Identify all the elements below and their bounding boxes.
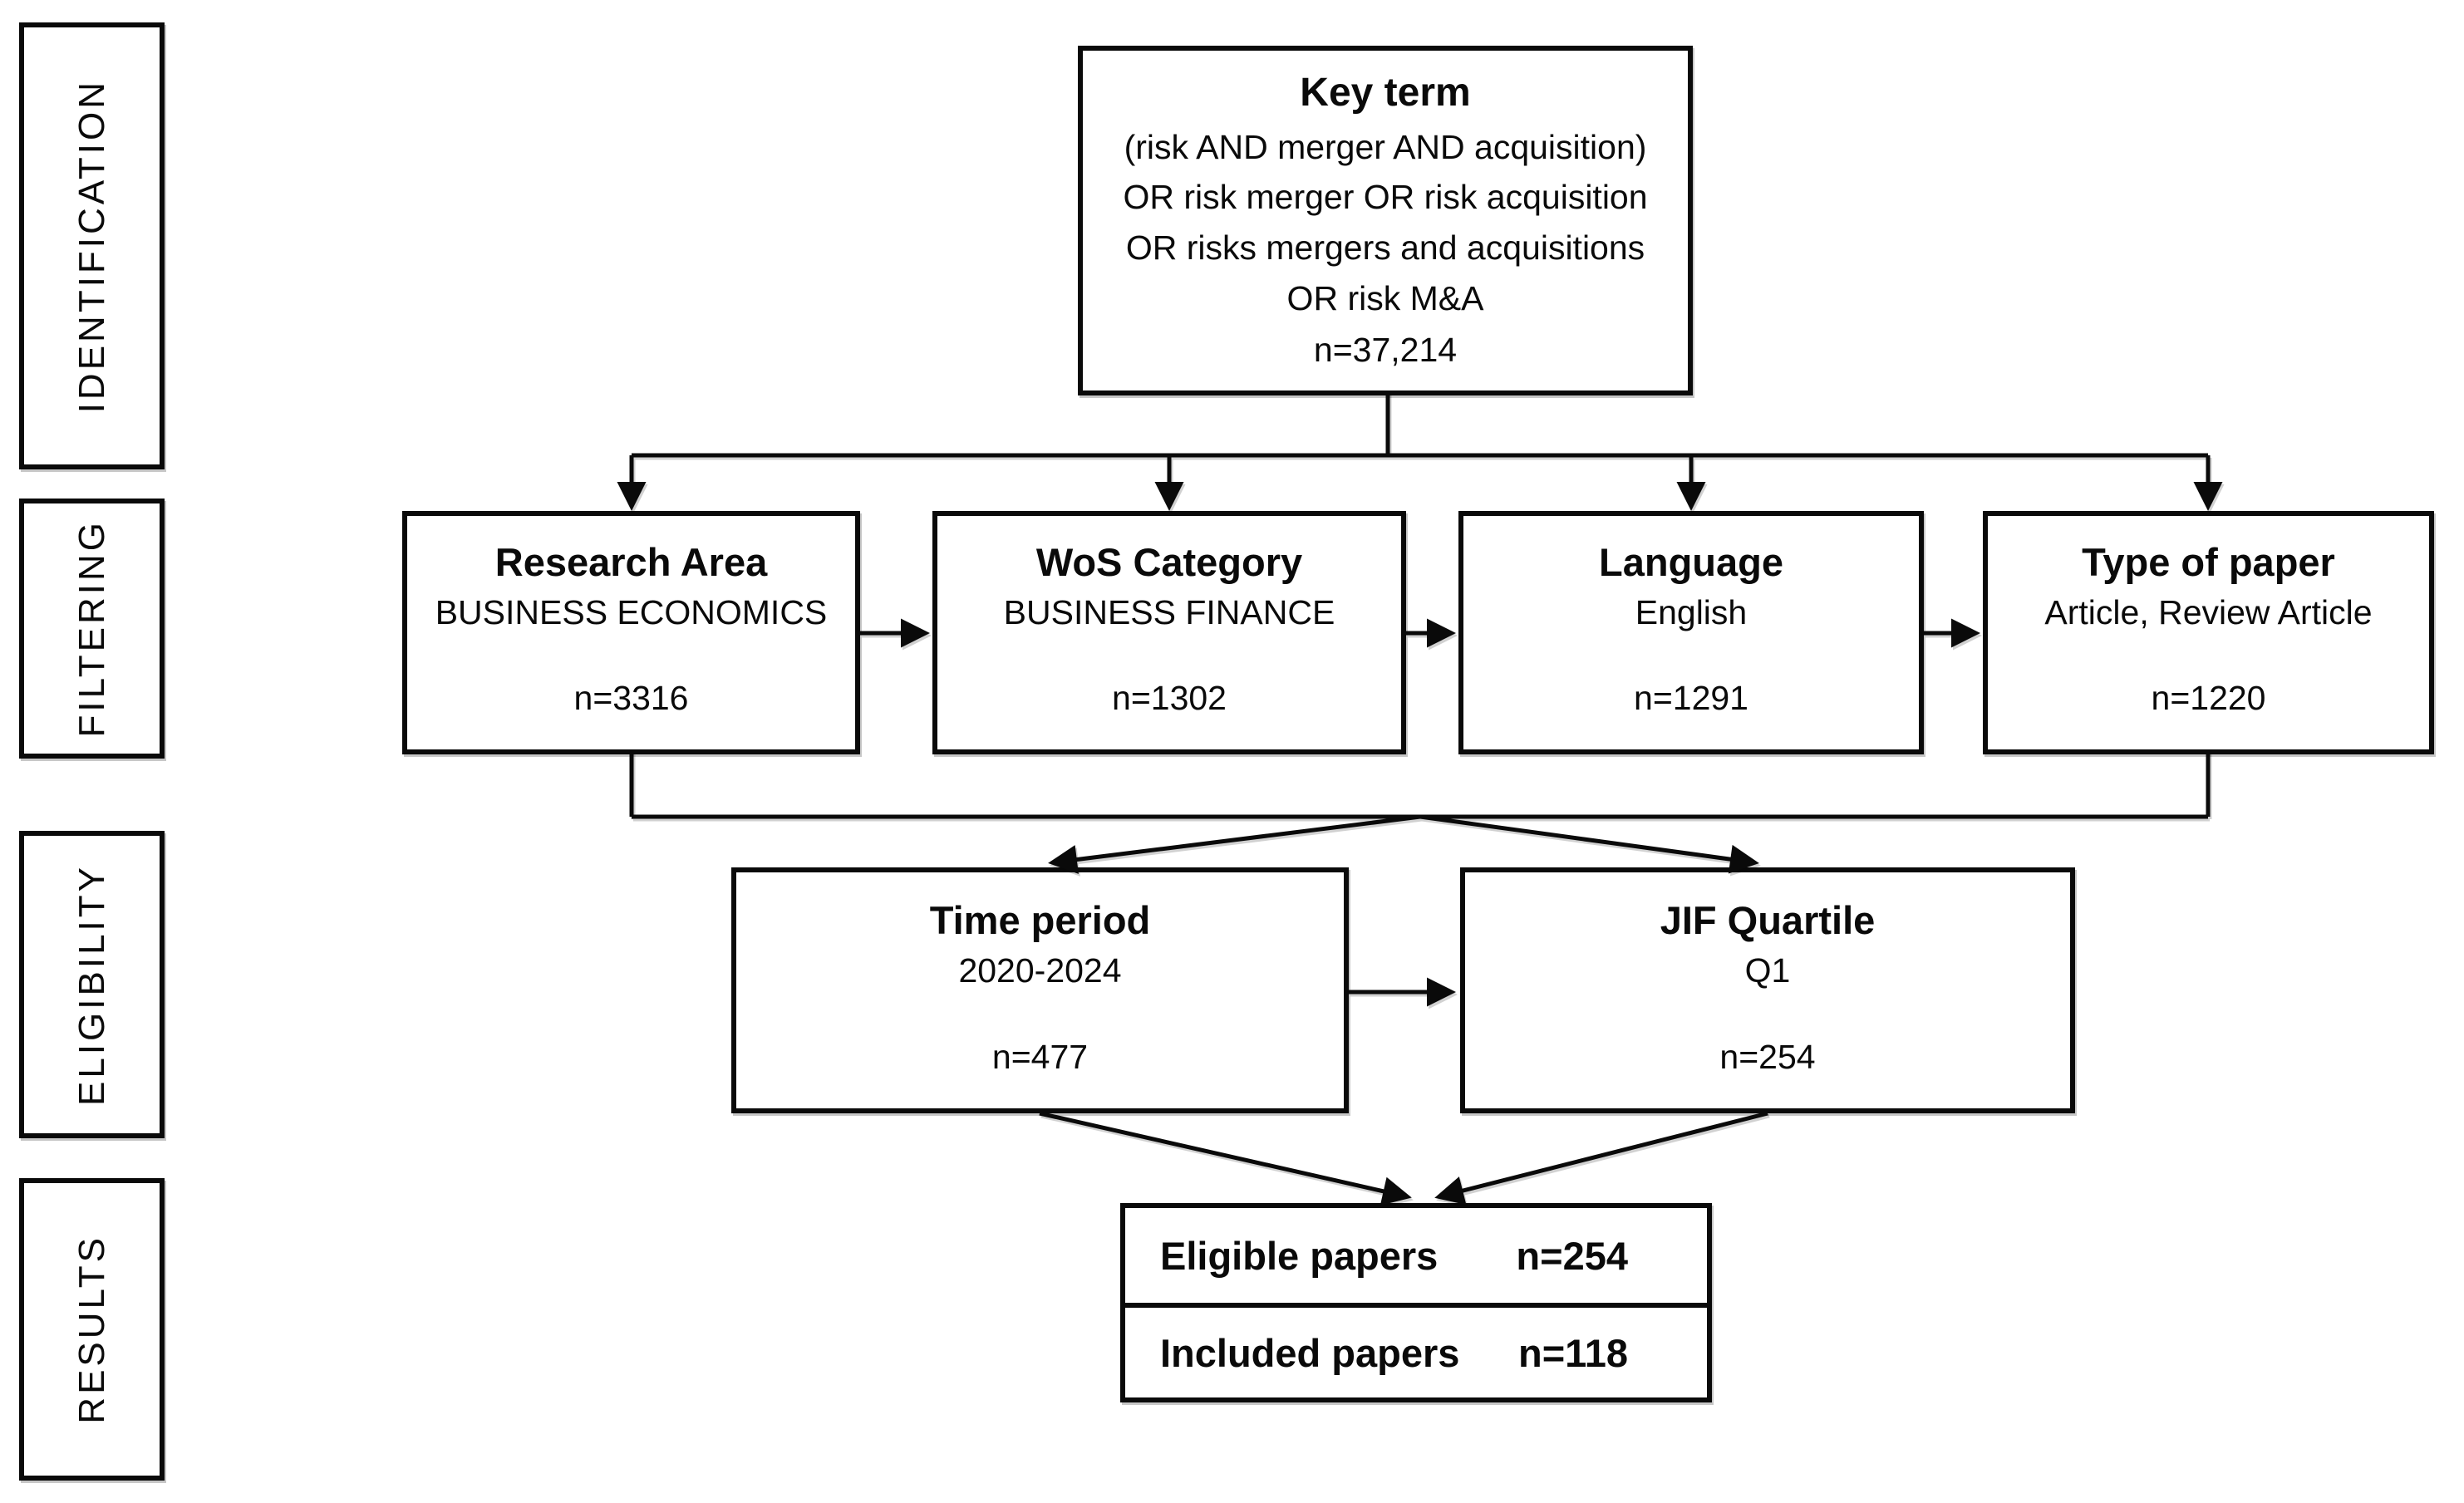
box-subtitle: English <box>1635 593 1748 632</box>
stage-label-results: RESULTS <box>71 1235 112 1424</box>
box-count: n=1302 <box>1112 679 1227 717</box>
results-count: n=118 <box>1518 1330 1628 1375</box>
stage-label-filtering: FILTERING <box>71 519 112 738</box>
box-subtitle: BUSINESS FINANCE <box>1003 593 1335 632</box>
box-title: Research Area <box>494 540 768 584</box>
stage-label-eligibility: ELIGIBILITY <box>71 863 112 1106</box>
box-count: n=1220 <box>2151 679 2266 717</box>
connector-arrow-to-time-period <box>1048 814 1421 874</box>
flow-box-wos-category: WoS Category BUSINESS FINANCE n=1302 <box>932 511 1406 754</box>
stage-box-eligibility: ELIGIBILITY <box>19 831 165 1138</box>
box-title: Language <box>1599 540 1783 584</box>
flow-box-language: Language English n=1291 <box>1458 511 1924 754</box>
stage-label-identification: IDENTIFICATION <box>71 78 112 414</box>
box-count: n=3316 <box>573 679 689 717</box>
connector-arrow-time-to-results <box>1039 1111 1412 1206</box>
flow-box-key-term: Key term (risk AND merger AND acquisitio… <box>1078 46 1693 395</box>
stage-box-filtering: FILTERING <box>19 499 165 759</box>
box-subtitle: Article, Review Article <box>2044 593 2373 632</box>
key-term-title: Key term <box>1300 71 1471 115</box>
key-term-query-line: OR risk M&A <box>1286 278 1484 317</box>
stage-box-results: RESULTS <box>19 1178 165 1481</box>
box-count: n=1291 <box>1634 679 1748 717</box>
flow-box-research-area: Research Area BUSINESS ECONOMICS n=3316 <box>402 511 860 754</box>
box-subtitle: Q1 <box>1744 951 1791 990</box>
flow-box-time-period: Time period 2020-2024 n=477 <box>731 867 1349 1113</box>
box-title: Type of paper <box>2082 540 2335 584</box>
box-title: Time period <box>929 898 1151 942</box>
box-title: WoS Category <box>1035 540 1303 584</box>
box-count: n=254 <box>1719 1038 1816 1076</box>
results-label: Included papers <box>1160 1330 1460 1375</box>
results-count: n=254 <box>1516 1233 1628 1278</box>
connector-arrow-to-jif-quartile <box>1419 814 1759 874</box>
connector-arrow-jif-to-results <box>1434 1111 1768 1206</box>
key-term-query-line: OR risks mergers and acquisitions <box>1125 228 1645 267</box>
flow-box-type-of-paper: Type of paper Article, Review Article n=… <box>1983 511 2434 754</box>
key-term-count: n=37,214 <box>1313 331 1458 370</box>
box-count: n=477 <box>991 1038 1089 1076</box>
box-subtitle: BUSINESS ECONOMICS <box>435 593 828 632</box>
key-term-query-line: OR risk merger OR risk acquisition <box>1123 178 1648 217</box>
results-row-eligible: Eligible papers n=254 <box>1125 1208 1707 1303</box>
flow-box-results: Eligible papers n=254 Included papers n=… <box>1120 1203 1712 1402</box>
results-label: Eligible papers <box>1160 1233 1439 1278</box>
box-title: JIF Quartile <box>1660 898 1876 942</box>
flow-box-jif-quartile: JIF Quartile Q1 n=254 <box>1460 867 2075 1113</box>
stage-box-identification: IDENTIFICATION <box>19 22 165 469</box>
key-term-query-line: (risk AND merger AND acquisition) <box>1124 127 1647 166</box>
results-row-included: Included papers n=118 <box>1125 1303 1707 1397</box>
box-subtitle: 2020-2024 <box>958 951 1122 990</box>
